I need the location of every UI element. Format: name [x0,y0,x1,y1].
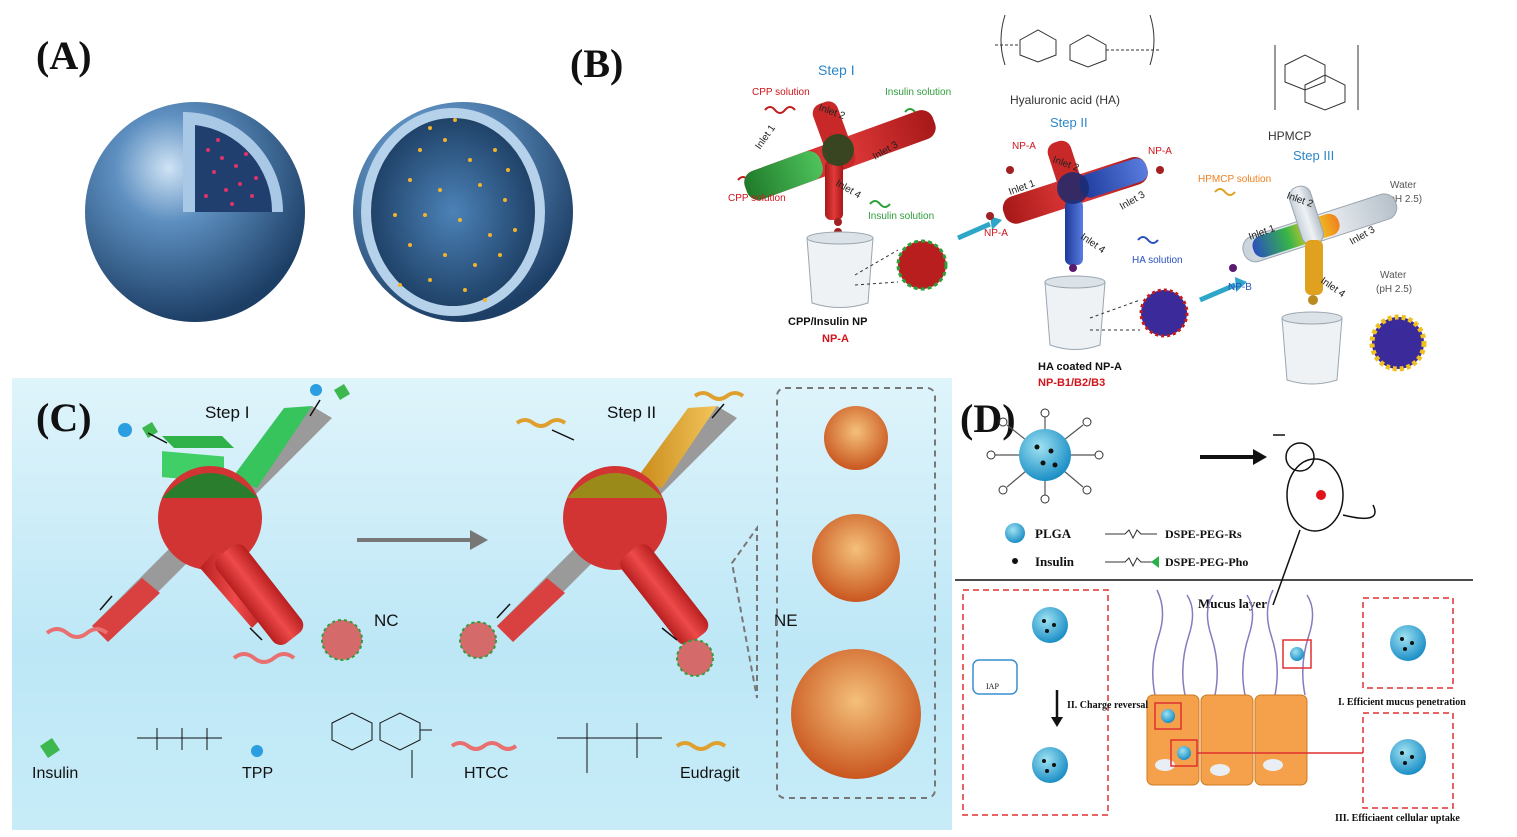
step1-inlet1: Inlet 1 [753,123,778,152]
panel-c-illustration: Step I NC Step II [32,384,936,799]
panel-c: (C) Step I NC [12,378,952,830]
legend-insulin: Insulin [32,765,78,782]
panel-b-illustration: Step I CPP solution Insulin solution Inl… [728,14,1427,389]
np-box-right-bottom [1390,739,1426,775]
panel-a-illustration [85,102,573,322]
mucus-penetration-label: I. Efficient mucus penetration [1338,697,1466,708]
insulin-solution-bottom: Insulin solution [868,211,934,222]
legend-insulin-d: Insulin [1035,554,1075,569]
np-a-code: NP-A [822,333,849,345]
ne-particle-large [791,649,921,779]
step2-group: Hyaluronic acid (HA) Step II NP-A NP-A I… [995,14,1189,389]
panel-d-illustration: PLGA DSPE-PEG-Rs Insulin DSPE-PEG-Pho Mu… [955,408,1473,824]
legend-pho: DSPE-PEG-Pho [1165,555,1248,569]
ph-bottom: (pH 2.5) [1376,284,1412,295]
panel-a: (A) [0,0,600,360]
np-box-left-top [1032,607,1068,643]
insulin-solution-top: Insulin solution [885,87,951,98]
ha-solution-label: HA solution [1132,255,1183,266]
step2-label: Step II [607,403,656,422]
step2-title: Step II [1050,115,1088,130]
ne-label: NE [774,611,798,630]
water-top: Water [1390,180,1417,191]
step3-title: Step III [1293,148,1334,163]
nanocapsule-cross-section [353,102,573,322]
panel-b: (B) Step I CPP solution Insulin solution [560,0,1517,395]
legend-tpp: TPP [242,765,273,782]
npb-arrow-label: NP-B [1228,282,1252,293]
charge-reversal-label: II. Charge reversal [1067,700,1148,711]
legend-htcc: HTCC [464,765,508,782]
step1-chip [92,406,332,645]
legend-plga: PLGA [1035,526,1072,541]
npa-left-label: NP-A [1012,141,1036,152]
ha-polymer-name: Hyaluronic acid (HA) [1010,93,1120,107]
step2-inlet3: Inlet 3 [1118,189,1147,212]
panel-d-label: (D) [960,396,1016,441]
ne-particle-medium [812,514,900,602]
legend-eudragit: Eudragit [680,765,740,782]
np-b-codes: NP-B1/B2/B3 [1038,377,1105,389]
cpp-solution-top: CPP solution [752,87,810,98]
step2-chip [497,406,737,645]
np-box-right-top [1390,625,1426,661]
np-box-left-bottom [1032,747,1068,783]
step1-label: Step I [205,403,249,422]
panel-c-label: (C) [36,395,92,440]
cpp-solution-bottom: CPP solution [728,193,786,204]
mouse-icon [1272,434,1376,606]
nc-label: NC [374,611,399,630]
step1-group: Step I CPP solution Insulin solution Inl… [728,62,951,345]
cellular-uptake-label: III. Efficiaent cellular uptake [1335,813,1460,824]
npa-arrow-label: NP-A [984,228,1008,239]
water-bottom: Water [1380,270,1407,281]
step3-group: HPMCP Step III HPMCP solution Water (pH … [1198,45,1427,385]
ne-particle-small [824,406,888,470]
hpmcp-solution-label: HPMCP solution [1198,174,1271,185]
panel-d: (D) PLGA DSPE-P [955,395,1515,833]
panel-b-label: (B) [570,41,624,86]
hpmcp-polymer-name: HPMCP [1268,129,1311,143]
npa-right-label: NP-A [1148,146,1172,157]
iap-label: IAP [986,682,999,691]
ha-coated-np: HA coated NP-A [1038,361,1122,373]
ph-top: (pH 2.5) [1386,194,1422,205]
nanosphere-cutaway [85,102,305,322]
cpp-insulin-np: CPP/Insulin NP [788,316,867,328]
legend-rs: DSPE-PEG-Rs [1165,527,1242,541]
top-nanoparticle [986,408,1104,504]
panel-a-label: (A) [36,33,92,78]
step1-title: Step I [818,62,855,78]
